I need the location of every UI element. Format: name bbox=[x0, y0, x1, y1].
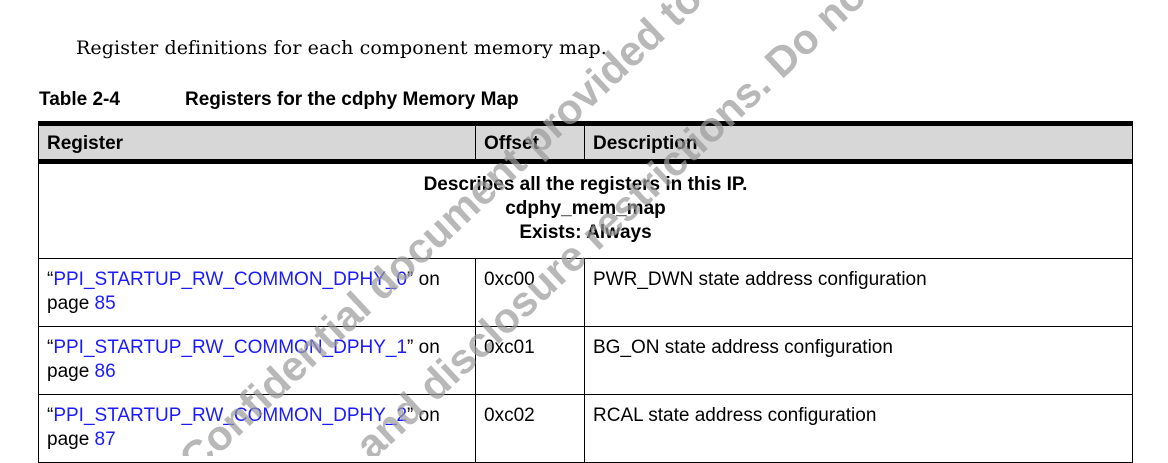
register-cell: “PPI_STARTUP_RW_COMMON_DPHY_1” on page 86 bbox=[38, 326, 476, 395]
page-link[interactable]: 85 bbox=[94, 293, 116, 314]
close-quote-on: ” on bbox=[407, 269, 440, 290]
page-word: page bbox=[47, 361, 95, 382]
offset-cell: 0xc01 bbox=[475, 326, 585, 395]
header-description: Description bbox=[584, 121, 1133, 164]
page-link[interactable]: 86 bbox=[94, 361, 116, 382]
close-quote-on: ” on bbox=[407, 405, 440, 426]
open-quote: “ bbox=[47, 337, 54, 358]
description-cell: RCAL state address configuration bbox=[584, 394, 1133, 463]
register-link[interactable]: PPI_STARTUP_RW_COMMON_DPHY_1 bbox=[53, 337, 408, 358]
intro-text: Register definitions for each component … bbox=[76, 37, 607, 59]
open-quote: “ bbox=[47, 269, 54, 290]
group-map-name: cdphy_mem_map bbox=[505, 198, 666, 219]
register-table: Register Offset Description Describes al… bbox=[38, 121, 1133, 463]
table-row: “PPI_STARTUP_RW_COMMON_DPHY_0” on page 85… bbox=[38, 258, 1133, 327]
description-cell: PWR_DWN state address configuration bbox=[584, 258, 1133, 327]
register-link[interactable]: PPI_STARTUP_RW_COMMON_DPHY_0 bbox=[53, 269, 408, 290]
header-register: Register bbox=[38, 121, 476, 164]
page-word: page bbox=[47, 429, 95, 450]
register-cell: “PPI_STARTUP_RW_COMMON_DPHY_0” on page 85 bbox=[38, 258, 476, 327]
offset-cell: 0xc00 bbox=[475, 258, 585, 327]
table-caption-title: Registers for the cdphy Memory Map bbox=[185, 89, 519, 110]
page-word: page bbox=[47, 293, 95, 314]
group-description: Describes all the registers in this IP. bbox=[423, 174, 748, 195]
table-header-row: Register Offset Description bbox=[38, 121, 1133, 164]
open-quote: “ bbox=[47, 405, 54, 426]
table-caption: Table 2-4 Registers for the cdphy Memory … bbox=[39, 89, 519, 111]
header-offset: Offset bbox=[475, 121, 585, 164]
register-link[interactable]: PPI_STARTUP_RW_COMMON_DPHY_2 bbox=[53, 405, 408, 426]
description-cell: BG_ON state address configuration bbox=[584, 326, 1133, 395]
close-quote-on: ” on bbox=[407, 337, 440, 358]
table-row: “PPI_STARTUP_RW_COMMON_DPHY_2” on page 87… bbox=[38, 394, 1133, 463]
group-row: Describes all the registers in this IP. … bbox=[38, 161, 1133, 259]
register-cell: “PPI_STARTUP_RW_COMMON_DPHY_2” on page 87 bbox=[38, 394, 476, 463]
offset-cell: 0xc02 bbox=[475, 394, 585, 463]
table-row: “PPI_STARTUP_RW_COMMON_DPHY_1” on page 86… bbox=[38, 326, 1133, 395]
table-caption-number: Table 2-4 bbox=[39, 89, 120, 110]
group-cell: Describes all the registers in this IP. … bbox=[38, 161, 1133, 259]
page-link[interactable]: 87 bbox=[94, 429, 116, 450]
group-exists: Exists: Always bbox=[519, 222, 652, 243]
